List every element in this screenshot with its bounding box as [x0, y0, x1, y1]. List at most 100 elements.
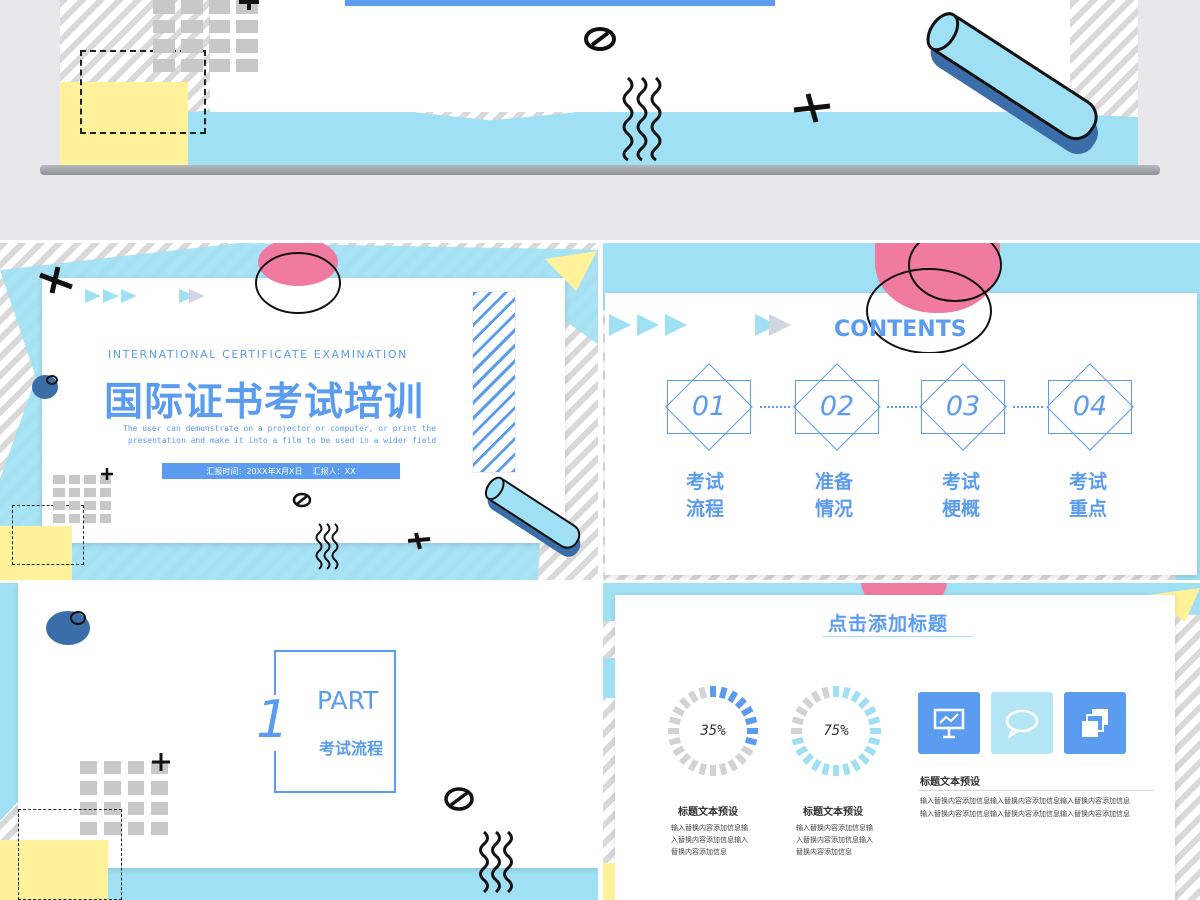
- contents-item-1[interactable]: 01: [665, 363, 753, 451]
- contents-item-1-num: 01: [691, 391, 727, 422]
- contents-item-2-num: 02: [819, 391, 855, 422]
- part-slash-circle-icon: [444, 787, 474, 811]
- part-card: [18, 583, 598, 868]
- contents-heading: CONTENTS: [834, 317, 967, 342]
- contents-item-3-line1: 考试: [942, 471, 981, 493]
- stats-right-title: 标题文本预设: [920, 777, 980, 788]
- stats-ring-2-title: 标题文本预设: [803, 807, 863, 818]
- part-dashed-square: [18, 809, 122, 900]
- stacked-layers-icon: [1082, 709, 1108, 737]
- part-frame-top-left: [274, 650, 276, 695]
- ring-2-segment: [791, 736, 804, 746]
- cover-ring-icon: [255, 252, 341, 314]
- cover-title: 国际证书考试培训: [104, 380, 425, 425]
- stats-left-blue-strip: [603, 658, 615, 698]
- contents-arrows-icon: [609, 314, 791, 336]
- ring-2-segment: [868, 736, 881, 746]
- ring-2-segment: [821, 686, 831, 699]
- contents-dots-3: [1013, 406, 1043, 408]
- contents-item-3[interactable]: 03: [919, 363, 1007, 451]
- speech-bubble-icon: [1005, 709, 1039, 738]
- cover-small-cross-icon: [407, 532, 431, 550]
- ring-2-segment: [810, 690, 822, 704]
- contents-item-1-line1: 考试: [686, 471, 725, 493]
- cover-desc-line2: presentation and make it into a film to …: [128, 436, 437, 445]
- top-dashed-square: [80, 50, 206, 134]
- stats-ring-1-body1: 输入替换内容添加信息输: [671, 824, 748, 832]
- contents-dots-2: [887, 406, 917, 408]
- stats-icon-box-3[interactable]: [1064, 692, 1126, 754]
- stats-left-yellow-strip: [603, 863, 615, 900]
- ring-2-segment: [850, 690, 862, 704]
- stats-right-body1: 输入替换内容添加信息输入替换内容添加信息输入替换内容添加信息: [920, 797, 1130, 805]
- presentation-board-icon: [933, 708, 965, 739]
- contents-item-2-box: [795, 380, 879, 434]
- contents-rings-icon: [866, 243, 1002, 353]
- stats-ring-2-body1: 输入替换内容添加信息输: [796, 824, 873, 832]
- contents-slide[interactable]: CONTENTS 01 02 03 04 考试 流程 准备 情况 考试 梗概 考…: [603, 243, 1200, 580]
- ring-1-segment: [740, 705, 754, 717]
- cover-slash-circle-icon: [292, 492, 312, 508]
- contents-item-4-box: [1048, 380, 1132, 434]
- cover-slide[interactable]: INTERNATIONAL CERTIFICATE EXAMINATION 国际…: [0, 243, 598, 580]
- stats-ring-2-percent: 75%: [823, 723, 849, 739]
- cover-arrows-icon: [85, 289, 205, 303]
- contents-item-2[interactable]: 02: [793, 363, 881, 451]
- part-gray-grid: [80, 761, 168, 835]
- contents-item-3-box: [921, 380, 1005, 434]
- ring-1-segment: [679, 752, 692, 765]
- part-label: PART: [317, 686, 379, 715]
- ring-1-segment: [734, 752, 747, 765]
- ring-2-segment: [821, 763, 831, 776]
- ring-2-segment: [857, 697, 870, 710]
- stats-right-divider: [918, 790, 1154, 791]
- contents-item-3-num: 03: [945, 391, 981, 422]
- ring-1-segment: [734, 697, 747, 710]
- ring-1-segment: [672, 745, 686, 757]
- ring-2-segment: [841, 763, 851, 776]
- contents-card: [605, 293, 1197, 575]
- cover-tube-icon: [484, 476, 581, 557]
- stats-ring-1: 35%: [667, 685, 759, 777]
- stats-icon-box-2[interactable]: [991, 692, 1053, 754]
- top-preview-panel: [0, 0, 1200, 240]
- ring-2-segment: [802, 752, 815, 765]
- ring-1-segment: [668, 736, 681, 746]
- ring-2-segment: [863, 705, 877, 717]
- stats-ring-2-body2: 入替换内容添加信息输入: [796, 836, 873, 844]
- ring-2-segment: [795, 745, 809, 757]
- part-bottom-blue: [100, 868, 598, 900]
- top-wave-icon: [622, 76, 662, 162]
- stats-ring-1-svg: [668, 686, 758, 776]
- ring-2-segment: [810, 758, 822, 772]
- stats-ring-2-svg: [791, 686, 881, 776]
- ring-1-segment: [698, 763, 708, 776]
- stats-ring-1-body3: 替换内容添加信息: [671, 848, 727, 856]
- cover-dot-ring: [46, 375, 58, 385]
- top-slide-title-bar: [345, 0, 775, 6]
- ring-1-segment: [727, 758, 739, 772]
- ring-1-segment: [668, 716, 681, 726]
- ring-1-segment: [672, 705, 686, 717]
- contents-item-4-line2: 重点: [1069, 498, 1108, 520]
- ring-1-segment: [727, 690, 739, 704]
- stats-ring-1-body2: 入替换内容添加信息输入: [671, 836, 748, 844]
- contents-item-4[interactable]: 04: [1046, 363, 1134, 451]
- contents-item-1-box: [667, 380, 751, 434]
- part-frame: [274, 650, 396, 793]
- stats-slide[interactable]: 点击添加标题 35% 75% 标题文本预设 输入替换内容添加信息输 入替换内容添…: [603, 583, 1200, 900]
- ring-2-segment: [791, 716, 804, 726]
- part-wave-icon: [479, 831, 513, 894]
- ring-2-segment: [857, 752, 870, 765]
- cover-info-text: 汇报时间：20XX年X月X日 汇报人：XX: [206, 466, 356, 476]
- stats-icon-box-1[interactable]: [918, 692, 980, 754]
- stats-ring-2: 75%: [790, 685, 882, 777]
- top-slash-circle-icon: [584, 27, 616, 51]
- ring-1-segment: [698, 686, 708, 699]
- part-plus-icon: [152, 753, 170, 771]
- ring-2-segment: [850, 758, 862, 772]
- part-slide[interactable]: 1 PART 考试流程: [0, 583, 598, 900]
- contents-dots-1: [760, 406, 790, 408]
- ring-2-segment: [868, 716, 881, 726]
- ring-1-segment: [687, 758, 699, 772]
